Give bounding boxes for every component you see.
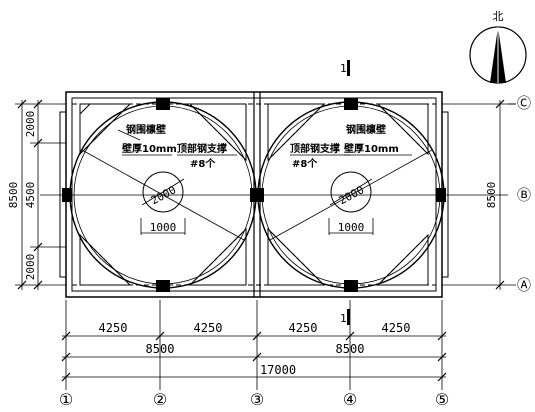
axis-bubbles-bottom: ① ② ③ ④ ⑤ [59, 390, 449, 409]
bottom-dimension-chain: 4250 4250 4250 4250 8500 8500 17000 [61, 300, 447, 390]
dim-bottom-1: 4250 [99, 321, 128, 335]
dim-bottom-half-2: 8500 [336, 342, 365, 356]
right-dimension: 8500 [485, 99, 505, 290]
dim-left-1: 2000 [24, 111, 37, 138]
north-label: 北 [493, 10, 504, 23]
axis-2: ② [153, 390, 167, 409]
axis-bubbles-right: Ⓒ Ⓑ Ⓐ [508, 96, 531, 294]
diagonal-struts-right [267, 103, 429, 286]
steel-wall-left-label: 钢围檩壁 [126, 123, 166, 136]
strut-left-count: #8个 [190, 157, 216, 170]
small-dim-left: 1000 [150, 221, 177, 234]
axis-a: Ⓐ [517, 278, 531, 294]
steel-wall-right-label: 钢围檩壁 [346, 123, 386, 136]
small-dim-right: 1000 [338, 221, 365, 234]
north-arrow: 北 [469, 10, 527, 84]
dim-bottom-2: 4250 [194, 321, 223, 335]
axis-5: ⑤ [435, 390, 449, 409]
axis-1: ① [59, 390, 73, 409]
strut-left-label: 顶部钢支撑 [177, 142, 227, 155]
steel-wall-left-thickness: 壁厚10mm [122, 142, 177, 155]
axis-c: Ⓒ [517, 96, 531, 112]
axis-3: ③ [250, 390, 264, 409]
grid-extensions-right [442, 103, 516, 286]
axis-4: ④ [343, 390, 357, 409]
section-mark-top-label: 1 [340, 62, 347, 75]
dim-bottom-3: 4250 [289, 321, 318, 335]
callouts-right: 顶部钢支撑 #8个 钢围檩壁 壁厚10mm [290, 123, 412, 170]
section-mark-bottom-label: 1 [340, 312, 347, 325]
dim-left-2: 4500 [24, 182, 37, 209]
steel-wall-right-thickness: 壁厚10mm [344, 142, 399, 155]
section-mark-top: 1 [340, 60, 350, 76]
section-mark-bottom: 1 [340, 309, 350, 325]
strut-right-count: #8个 [292, 157, 318, 170]
axis-b: Ⓑ [517, 188, 531, 204]
dim-right-total: 8500 [485, 182, 498, 209]
callouts-left: 钢围檩壁 壁厚10mm 顶部钢支撑 #8个 [117, 123, 237, 170]
left-dimension-chain: 2000 4500 2000 8500 [7, 99, 66, 290]
dim-left-3: 2000 [24, 254, 37, 281]
dim-bottom-total: 17000 [260, 363, 296, 377]
strut-right-label: 顶部钢支撑 [290, 142, 340, 155]
dim-left-total: 8500 [7, 182, 20, 209]
dim-bottom-4: 4250 [382, 321, 411, 335]
dim-bottom-half-1: 8500 [146, 342, 175, 356]
